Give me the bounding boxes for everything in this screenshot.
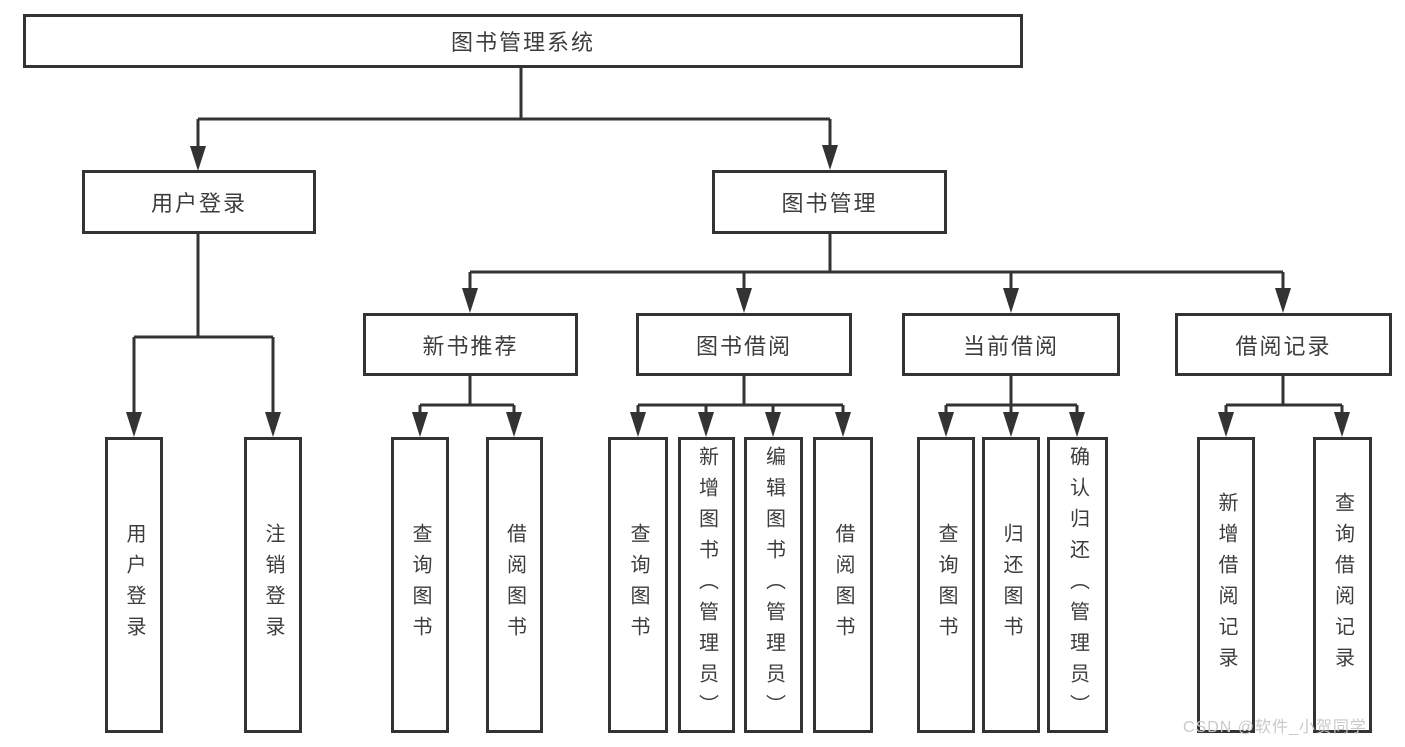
leaf-add-book-admin-label: 新增图书（管理员） bbox=[695, 445, 718, 725]
leaf-edit-book-admin-label: 编辑图书（管理员） bbox=[762, 445, 785, 725]
node-book-borrowing: 图书借阅 bbox=[636, 313, 852, 376]
leaf-query-borrow-record: 查询借阅记录 bbox=[1313, 437, 1372, 733]
leaf-borrow-books-label: 借阅图书 bbox=[832, 523, 854, 647]
leaf-query-books-current-label: 查询图书 bbox=[935, 523, 957, 647]
leaf-query-books-current: 查询图书 bbox=[917, 437, 975, 733]
node-book-management-label: 图书管理 bbox=[781, 191, 878, 216]
leaf-user-login: 用户登录 bbox=[105, 437, 163, 733]
leaf-return-book: 归还图书 bbox=[982, 437, 1040, 733]
leaf-query-books-recommend-label: 查询图书 bbox=[409, 523, 431, 647]
node-borrowing-records: 借阅记录 bbox=[1175, 313, 1392, 376]
leaf-query-books-recommend: 查询图书 bbox=[391, 437, 449, 733]
leaf-confirm-return-admin: 确认归还（管理员） bbox=[1047, 437, 1108, 733]
leaf-borrow-books: 借阅图书 bbox=[813, 437, 873, 733]
leaf-logout: 注销登录 bbox=[244, 437, 302, 733]
leaf-confirm-return-admin-label: 确认归还（管理员） bbox=[1066, 445, 1089, 725]
leaf-query-books-borrow-label: 查询图书 bbox=[627, 523, 649, 647]
node-borrowing-records-label: 借阅记录 bbox=[1235, 333, 1332, 359]
leaf-user-login-label: 用户登录 bbox=[123, 523, 145, 647]
node-current-borrowing-label: 当前借阅 bbox=[962, 333, 1059, 359]
node-library-management-system-label: 图书管理系统 bbox=[450, 30, 595, 55]
leaf-add-book-admin: 新增图书（管理员） bbox=[678, 437, 735, 733]
leaf-borrow-books-recommend: 借阅图书 bbox=[486, 437, 543, 733]
node-book-management: 图书管理 bbox=[712, 170, 947, 234]
leaf-add-borrow-record-label: 新增借阅记录 bbox=[1215, 492, 1237, 678]
leaf-borrow-books-recommend-label: 借阅图书 bbox=[503, 523, 526, 647]
node-new-book-recommendation: 新书推荐 bbox=[363, 313, 578, 376]
leaf-query-books-borrow: 查询图书 bbox=[608, 437, 668, 733]
node-user-login-branch: 用户登录 bbox=[82, 170, 316, 234]
node-current-borrowing: 当前借阅 bbox=[902, 313, 1120, 376]
csdn-watermark: CSDN @软件_小贺同学 bbox=[1183, 719, 1367, 736]
leaf-logout-label: 注销登录 bbox=[262, 523, 284, 647]
leaf-add-borrow-record: 新增借阅记录 bbox=[1197, 437, 1255, 733]
leaf-query-borrow-record-label: 查询借阅记录 bbox=[1331, 492, 1354, 678]
node-library-management-system: 图书管理系统 bbox=[23, 14, 1023, 68]
leaf-edit-book-admin: 编辑图书（管理员） bbox=[744, 437, 803, 733]
node-book-borrowing-label: 图书借阅 bbox=[695, 333, 792, 359]
leaf-return-book-label: 归还图书 bbox=[1000, 523, 1022, 647]
node-user-login-branch-label: 用户登录 bbox=[150, 191, 247, 216]
node-new-book-recommendation-label: 新书推荐 bbox=[422, 333, 519, 359]
